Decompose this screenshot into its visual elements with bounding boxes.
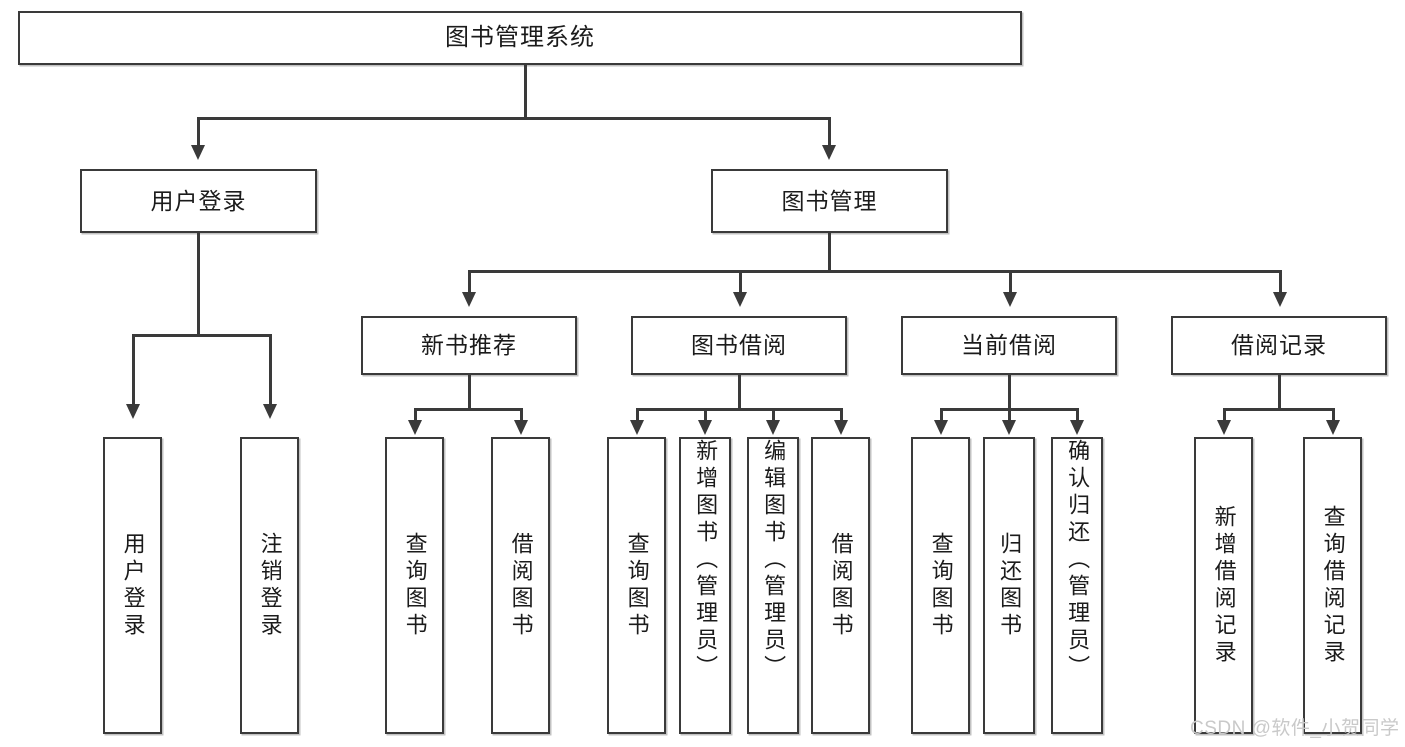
node-label: 查询图书	[402, 531, 428, 640]
node-label: 确认归还（管理员）	[1065, 439, 1091, 682]
node-label: 借阅记录	[1231, 332, 1327, 358]
leaf-borrow-borrow-book[interactable]: 借阅图书	[811, 437, 870, 734]
arrowhead-borrow-record-leaf-2	[1326, 420, 1340, 435]
connector-new-book-leaf-1	[414, 408, 417, 422]
arrowhead-current-borrow-leaf-1	[934, 420, 948, 435]
node-label: 查询图书	[624, 531, 650, 640]
node-label: 编辑图书（管理员）	[761, 439, 787, 682]
node-book-management[interactable]: 图书管理	[711, 169, 948, 233]
connector-root-to-user-login	[197, 117, 200, 147]
leaf-borrow-add-book-admin[interactable]: 新增图书（管理员）	[679, 437, 731, 734]
arrowhead-book-borrow-leaf-3	[766, 420, 780, 435]
node-label: 用户登录	[120, 531, 146, 640]
arrowhead-current-borrow-leaf-3	[1070, 420, 1084, 435]
arrowhead-borrow-record	[1273, 292, 1287, 307]
arrowhead-book-borrow-leaf-4	[834, 420, 848, 435]
connector-root-stem	[524, 65, 527, 119]
connector-root-to-book-manage	[828, 117, 831, 147]
leaf-current-return-book[interactable]: 归还图书	[983, 437, 1035, 734]
connector-new-book-bus	[415, 408, 522, 411]
arrowhead-leaf-logout	[263, 404, 277, 419]
leaf-borrow-query-book[interactable]: 查询图书	[607, 437, 666, 734]
connector-borrow-record-leaf-2	[1332, 408, 1335, 422]
node-label: 用户登录	[150, 187, 247, 214]
arrowhead-book-borrow	[733, 292, 747, 307]
node-label: 借阅图书	[828, 531, 854, 640]
arrowhead-current-borrow	[1003, 292, 1017, 307]
connector-current-borrow-leaf-2	[1008, 408, 1011, 422]
connector-to-new-book-recommend	[468, 270, 471, 294]
arrowhead-user-login	[191, 145, 205, 160]
connector-user-login-stem	[197, 233, 200, 336]
node-label: 当前借阅	[961, 332, 1057, 358]
connector-to-current-borrow	[1009, 270, 1012, 294]
leaf-recommend-query-book[interactable]: 查询图书	[385, 437, 444, 734]
connector-user-login-bus	[133, 334, 271, 337]
connector-to-leaf-logout	[269, 334, 272, 406]
watermark-text: CSDN @软件_小贺同学	[1190, 718, 1400, 739]
connector-book-borrow-leaf-3	[772, 408, 775, 422]
node-root-system[interactable]: 图书管理系统	[18, 11, 1022, 65]
node-label: 图书借阅	[691, 332, 787, 358]
node-label: 图书管理	[781, 187, 878, 214]
connector-new-book-leaf-2	[520, 408, 523, 422]
connector-current-borrow-leaf-3	[1076, 408, 1079, 422]
arrowhead-new-book-leaf-2	[514, 420, 528, 435]
connector-current-borrow-leaf-1	[940, 408, 943, 422]
node-label: 查询借阅记录	[1320, 504, 1346, 667]
node-book-borrow[interactable]: 图书借阅	[631, 316, 847, 375]
leaf-current-confirm-return-admin[interactable]: 确认归还（管理员）	[1051, 437, 1103, 734]
connector-book-borrow-stem	[738, 375, 741, 410]
node-label: 借阅图书	[508, 531, 534, 640]
node-borrow-record[interactable]: 借阅记录	[1171, 316, 1387, 375]
node-label: 归还图书	[997, 531, 1023, 640]
leaf-borrow-edit-book-admin[interactable]: 编辑图书（管理员）	[747, 437, 799, 734]
arrowhead-book-manage	[822, 145, 836, 160]
arrowhead-borrow-record-leaf-1	[1217, 420, 1231, 435]
connector-book-borrow-leaf-1	[636, 408, 639, 422]
leaf-current-query-book[interactable]: 查询图书	[911, 437, 970, 734]
node-new-book-recommend[interactable]: 新书推荐	[361, 316, 577, 375]
leaf-record-query-record[interactable]: 查询借阅记录	[1303, 437, 1362, 734]
node-user-login[interactable]: 用户登录	[80, 169, 317, 233]
connector-to-borrow-record	[1279, 270, 1282, 294]
connector-book-borrow-leaf-2	[704, 408, 707, 422]
connector-book-manage-bus	[469, 270, 1281, 273]
connector-borrow-record-bus	[1224, 408, 1334, 411]
node-label: 新增借阅记录	[1211, 504, 1237, 667]
arrowhead-book-borrow-leaf-2	[698, 420, 712, 435]
leaf-recommend-borrow-book[interactable]: 借阅图书	[491, 437, 550, 734]
arrowhead-current-borrow-leaf-2	[1002, 420, 1016, 435]
arrowhead-new-book-leaf-1	[408, 420, 422, 435]
connector-current-borrow-stem	[1008, 375, 1011, 410]
connector-root-bus	[198, 117, 830, 120]
arrowhead-book-borrow-leaf-1	[630, 420, 644, 435]
connector-book-manage-stem	[828, 233, 831, 272]
leaf-logout[interactable]: 注销登录	[240, 437, 299, 734]
leaf-record-add-record[interactable]: 新增借阅记录	[1194, 437, 1253, 734]
arrowhead-new-book-recommend	[462, 292, 476, 307]
connector-new-book-stem	[468, 375, 471, 410]
node-label: 注销登录	[257, 531, 283, 640]
connector-to-book-borrow	[739, 270, 742, 294]
arrowhead-leaf-user-login	[126, 404, 140, 419]
node-current-borrow[interactable]: 当前借阅	[901, 316, 1117, 375]
node-label: 新增图书（管理员）	[693, 439, 719, 682]
connector-borrow-record-stem	[1278, 375, 1281, 410]
connector-to-leaf-user-login	[132, 334, 135, 406]
connector-borrow-record-leaf-1	[1223, 408, 1226, 422]
leaf-user-login[interactable]: 用户登录	[103, 437, 162, 734]
connector-book-borrow-bus	[637, 408, 842, 411]
connector-book-borrow-leaf-4	[840, 408, 843, 422]
node-label: 图书管理系统	[445, 24, 595, 51]
node-label: 新书推荐	[421, 332, 517, 358]
node-label: 查询图书	[928, 531, 954, 640]
